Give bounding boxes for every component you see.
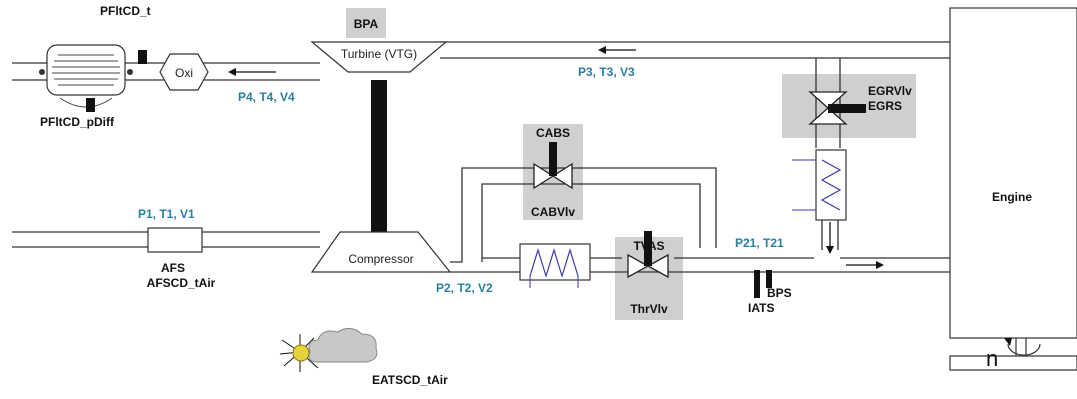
- exhaust-arrow-left: [228, 68, 276, 76]
- pfltcd-t-label: PFltCD_t: [100, 4, 151, 18]
- thrvlv-valve: [627, 231, 669, 279]
- cabvlv-valve: [533, 142, 573, 190]
- turbo-shaft: [371, 80, 387, 232]
- bps-sensor-icon: [766, 270, 772, 288]
- sun-cloud-icon: [279, 328, 378, 372]
- thrvlv-label: ThrVlv: [630, 302, 668, 316]
- bypass-outer-loop: [450, 167, 717, 263]
- iats-sensor-icon: [754, 270, 760, 298]
- egrs-label: EGRS: [868, 99, 902, 113]
- eatscd-tair-label: EATSCD_tAir: [372, 373, 448, 387]
- engine-base: [949, 355, 1077, 371]
- intercooler: [519, 243, 591, 288]
- oxi-label: Oxi: [175, 66, 193, 80]
- bpa-box: [346, 8, 386, 38]
- egrvlv-label: EGRVlv: [868, 84, 912, 98]
- bpa-label: BPA: [354, 17, 379, 31]
- intake-arrow-right: [846, 261, 884, 269]
- compressor-label: Compressor: [348, 252, 413, 266]
- tvas-label: TVAS: [633, 239, 664, 253]
- afs-label: AFS: [161, 261, 185, 275]
- crankshaft-icon: [1004, 338, 1041, 356]
- turbine-label: Turbine (VTG): [341, 47, 417, 61]
- engine-label: Engine: [992, 190, 1032, 204]
- flow-p4-label: P4, T4, V4: [238, 90, 295, 104]
- bypass-inner-loop: [481, 183, 701, 262]
- turbine: [310, 41, 448, 73]
- cabs-label: CABS: [536, 126, 570, 140]
- egrvlv-valve: [808, 91, 866, 125]
- flow-p21-label: P21, T21: [735, 236, 784, 250]
- particle-filter: [39, 44, 133, 108]
- iats-label: IATS: [748, 301, 774, 315]
- flow-p1-label: P1, T1, V1: [138, 207, 195, 221]
- flow-p3-label: P3, T3, V3: [578, 65, 635, 79]
- egr-cooler: [792, 149, 847, 221]
- exhaust-arrow-p3: [598, 46, 636, 54]
- bps-label: BPS: [767, 286, 792, 300]
- oxi-catalyst: [159, 53, 209, 91]
- pfltcd-pdiff-label: PFltCD_pDiff: [40, 115, 115, 129]
- engine-block: [949, 7, 1077, 339]
- afscd-tair-label: AFSCD_tAir: [147, 276, 216, 290]
- cabvlv-label: CABVlv: [531, 205, 575, 219]
- pfltcd-t-sensor-icon: [138, 50, 147, 64]
- egr-arrow-down: [826, 222, 834, 254]
- speed-label: n: [986, 346, 998, 371]
- flow-p2-label: P2, T2, V2: [436, 281, 493, 295]
- pfltcd-pdiff-sensor-icon: [86, 98, 95, 112]
- afs-sensor: [147, 227, 203, 253]
